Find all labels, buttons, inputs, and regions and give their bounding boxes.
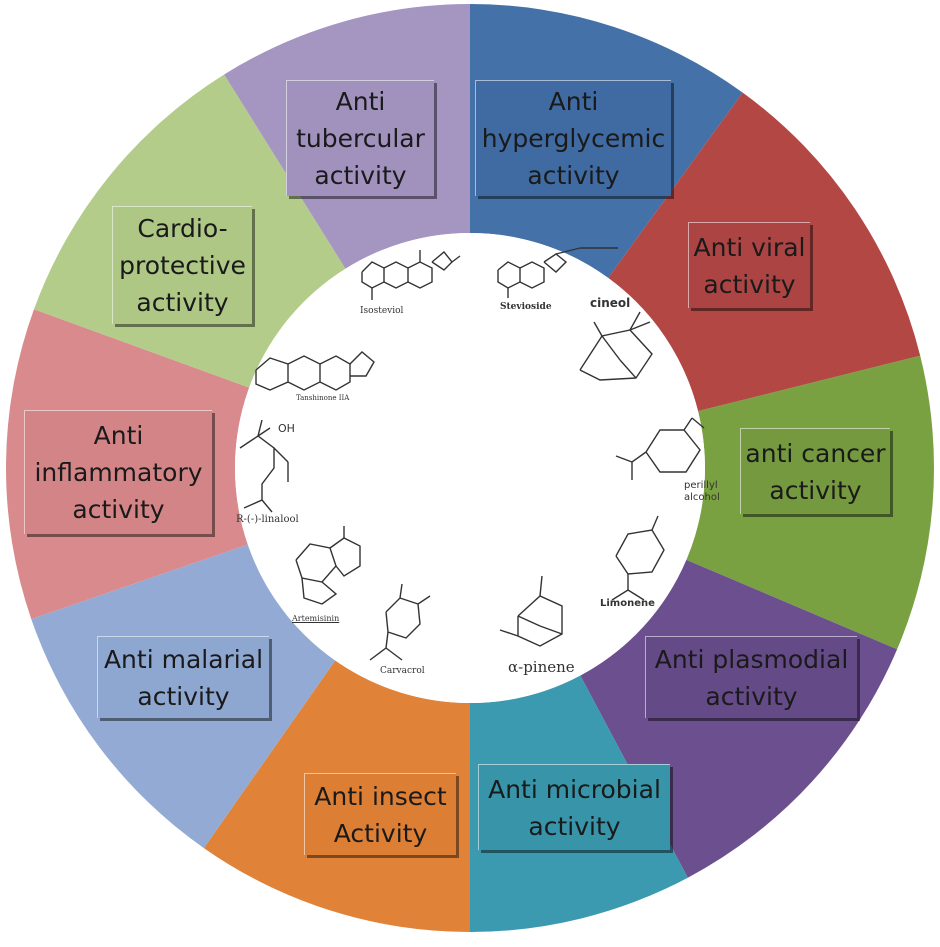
molecule-label-perillyl: perillyl (684, 480, 718, 491)
label-line: activity (314, 161, 407, 190)
molecule-label-pinene: α-pinene (508, 658, 575, 676)
label-anti-inflammatory: Anti inflammatory activity (24, 410, 212, 534)
label-anti-insect: Anti insect Activity (304, 773, 456, 855)
label-anti-plasmodial: Anti plasmodial activity (645, 636, 857, 718)
label-line: Anti (548, 87, 599, 116)
molecule-label-tanshinone: Tanshinone IIA (296, 394, 350, 402)
label-anti-cancer: anti cancer activity (740, 428, 890, 514)
label-line: protective (119, 251, 246, 280)
isosteviol-structure (361, 250, 461, 300)
molecule-label-stevioside: Stevioside (500, 302, 552, 312)
label-line: Anti (93, 421, 144, 450)
perillyl-alcohol-structure (615, 417, 705, 480)
molecule-label-artemisinin: Artemisinin (292, 614, 340, 623)
label-line: activity (528, 811, 621, 841)
label-anti-malarial: Anti malarial activity (97, 636, 269, 718)
stevioside-structure (497, 247, 618, 298)
label-line: Anti viral (693, 232, 806, 262)
label-line: activity (769, 475, 862, 505)
tanshinone-structure (255, 351, 375, 391)
label-cardio-protective: Cardio- protective activity (112, 206, 252, 324)
molecule-label-limonene: Limonene (600, 598, 655, 609)
label-line: Cardio- (137, 214, 228, 243)
linalool-structure (239, 419, 289, 513)
label-line: anti cancer (745, 438, 886, 468)
molecule-label-oh: OH (278, 422, 295, 435)
label-line: Anti plasmodial (654, 644, 849, 674)
label-line: activity (705, 681, 798, 711)
label-line: activity (136, 288, 229, 317)
label-line: Anti malarial (103, 644, 264, 674)
molecule-label-isosteviol: Isosteviol (360, 306, 404, 316)
label-anti-microbial: Anti microbial activity (478, 764, 670, 850)
label-anti-tubercular: Anti tubercular activity (286, 80, 434, 196)
label-line: hyperglycemic (481, 124, 666, 153)
label-line: activity (703, 269, 796, 299)
label-line: activity (137, 681, 230, 711)
label-line: Anti insect (314, 781, 447, 811)
label-line: Anti (335, 87, 386, 116)
label-line: Anti microbial (488, 774, 661, 804)
limonene-structure (611, 515, 665, 601)
molecule-label-linalool: R-(-)-linalool (236, 514, 299, 525)
label-line: inflammatory (34, 458, 203, 487)
label-anti-viral: Anti viral activity (688, 222, 810, 308)
artemisinin-structure (295, 526, 361, 605)
carvacrol-structure (369, 583, 431, 661)
label-line: tubercular (296, 124, 425, 153)
alpha-pinene-structure (499, 575, 563, 647)
label-anti-hyperglycemic: Anti hyperglycemic activity (475, 80, 671, 196)
label-line: Activity (333, 818, 428, 848)
center-circle (235, 233, 705, 703)
label-line: activity (527, 161, 620, 190)
label-line: activity (72, 495, 165, 524)
cineol-structure (579, 311, 653, 381)
molecule-label-cineol: cineol (590, 296, 631, 310)
molecule-label-alcohol: alcohol (684, 492, 720, 503)
molecule-label-carvacrol: Carvacrol (380, 666, 425, 676)
